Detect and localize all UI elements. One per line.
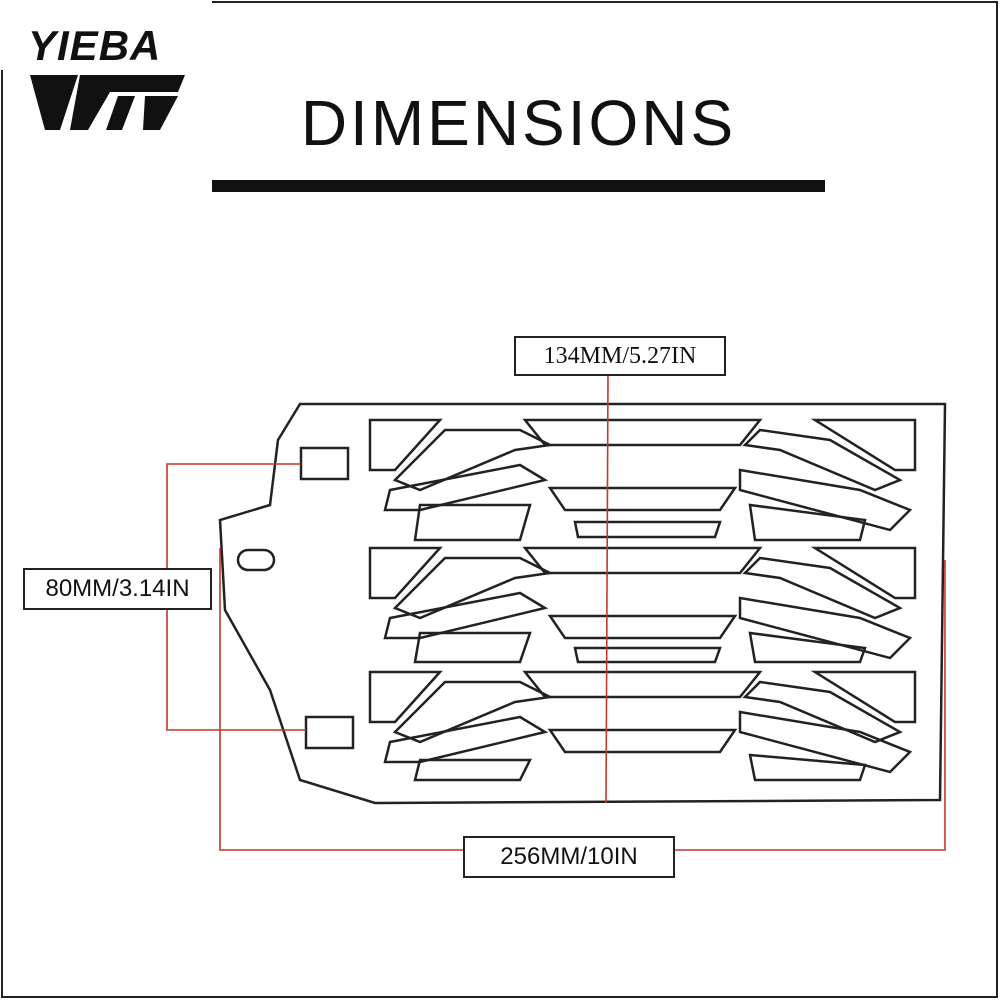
dimension-label-width-top: 134MM/5.27IN [514,336,726,376]
grille-row-3 [368,670,917,782]
radiator-guard-drawing [218,402,947,805]
dim-line-256-right [675,560,946,851]
dimension-label-height-left: 80MM/3.14IN [23,568,212,610]
title-underline [212,180,825,192]
dimension-lines [166,374,946,851]
dim-line-134-vertical [605,374,609,804]
guard-outline [218,402,947,805]
yieba-logo-mark-icon [30,75,185,130]
mount-slot-bottom [304,715,355,750]
brand-name: YIEBA [28,22,162,69]
logo-backdrop [0,0,212,70]
mount-hole-oval [236,548,276,572]
grille-row-1 [368,418,917,542]
mount-slot-top [299,446,350,481]
grille-row-2 [368,546,917,664]
dimension-label-width-bottom: 256MM/10IN [463,836,675,878]
page-title: DIMENSIONS [300,87,737,159]
dim-line-256-left [219,548,463,851]
